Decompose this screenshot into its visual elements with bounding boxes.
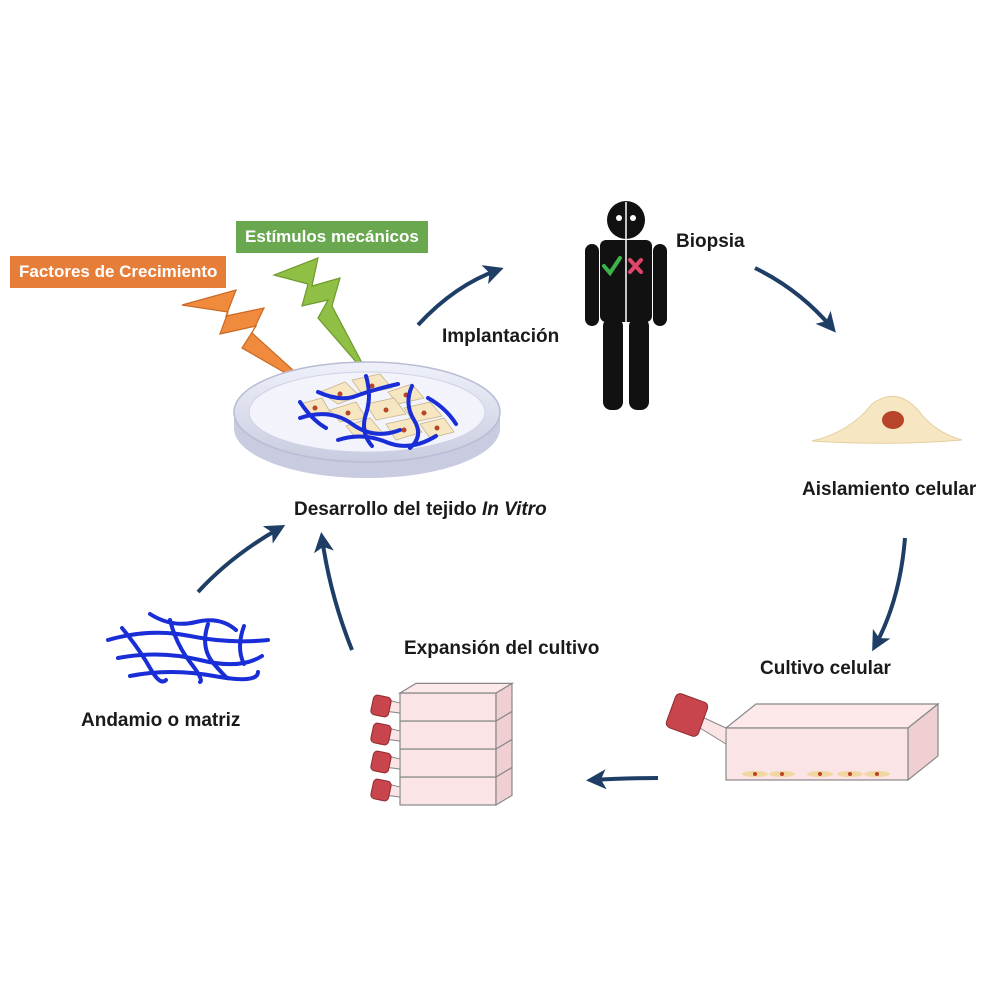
- arrow-implantation: [416, 265, 504, 327]
- arrow-isolation-to-culture: [872, 537, 907, 652]
- arrow-culture-to-expansion: [586, 769, 659, 790]
- scaffold-label: Andamio o matriz: [81, 710, 241, 731]
- in-vitro-text: In Vitro: [481, 499, 547, 520]
- growth-factors-tag: Factores de Crecimiento: [10, 256, 227, 288]
- tissue-development-text: Desarrollo del tejido: [294, 499, 482, 520]
- check-icon: [602, 256, 622, 277]
- culture-expansion-label: Expansión del cultivo: [404, 638, 600, 659]
- cell-culture-label: Cultivo celular: [760, 658, 891, 679]
- culture-flask-icon: [665, 693, 940, 782]
- stacked-flask: [370, 738, 513, 779]
- petri-dish-icon: [233, 361, 501, 478]
- mechanical-stimuli-tag: Estímulos mecánicos: [236, 221, 428, 253]
- mechanical-bolt-icon: [272, 257, 371, 379]
- cross-icon: [628, 258, 643, 274]
- stacked-flask: [370, 682, 515, 723]
- implantation-label: Implantación: [442, 326, 560, 347]
- arrow-expansion-to-tissue: [314, 532, 354, 651]
- person-icon: [585, 201, 667, 410]
- cell-isolation-label: Aislamiento celular: [802, 479, 977, 500]
- scaffold-mesh-icon: [106, 612, 270, 684]
- cell-icon: [811, 395, 963, 444]
- arrow-scaffold-to-tissue: [196, 525, 286, 594]
- flask-stack-icon: [370, 682, 515, 807]
- biopsy-label: Biopsia: [676, 231, 745, 252]
- stacked-flask: [370, 766, 513, 807]
- arrow-biopsy-to-isolation: [754, 266, 836, 333]
- tissue-development-label: Desarrollo del tejido In Vitro: [294, 500, 547, 519]
- stacked-flask: [370, 710, 513, 751]
